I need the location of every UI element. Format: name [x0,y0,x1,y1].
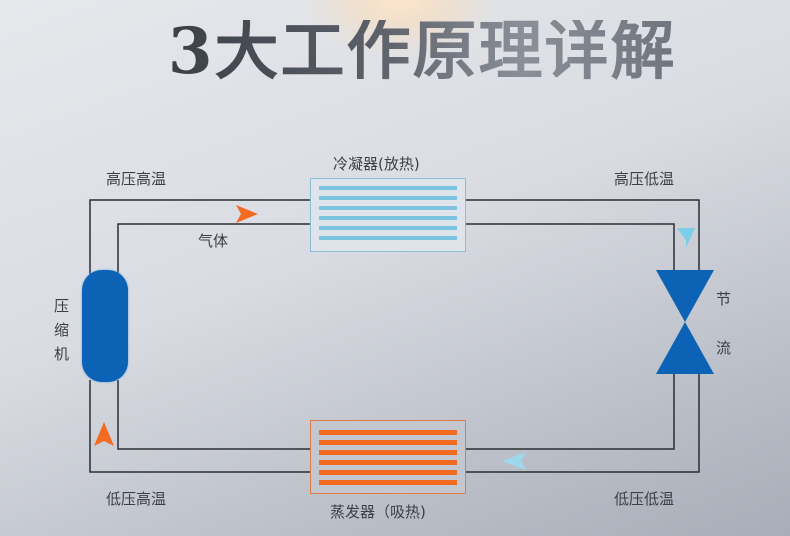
evaporator-coil [310,420,466,494]
state-top-right: 高压低温 [614,170,675,188]
compressor-label: 压 缩 机 [54,297,70,363]
condenser-label: 冷凝器(放热) [333,155,420,173]
evaporator-label: 蒸发器（吸热) [330,503,426,521]
throttle-label-2: 流 [716,339,732,357]
throttle-label-1: 节 [716,290,732,308]
state-bottom-right: 低压低温 [614,490,675,508]
arrow-down-icon [677,228,695,248]
compressor-icon [82,270,128,382]
throttle-valve-icon [656,270,714,374]
state-bottom-left: 低压高温 [106,490,167,508]
arrow-up-icon [94,422,114,446]
condenser-coil [310,178,466,252]
page-title: 3大工作原理详解 [168,14,677,89]
state-top-left: 高压高温 [106,170,167,188]
arrow-right-icon [236,205,258,223]
arrow-left-icon [502,452,526,470]
gas-label: 气体 [198,232,229,250]
